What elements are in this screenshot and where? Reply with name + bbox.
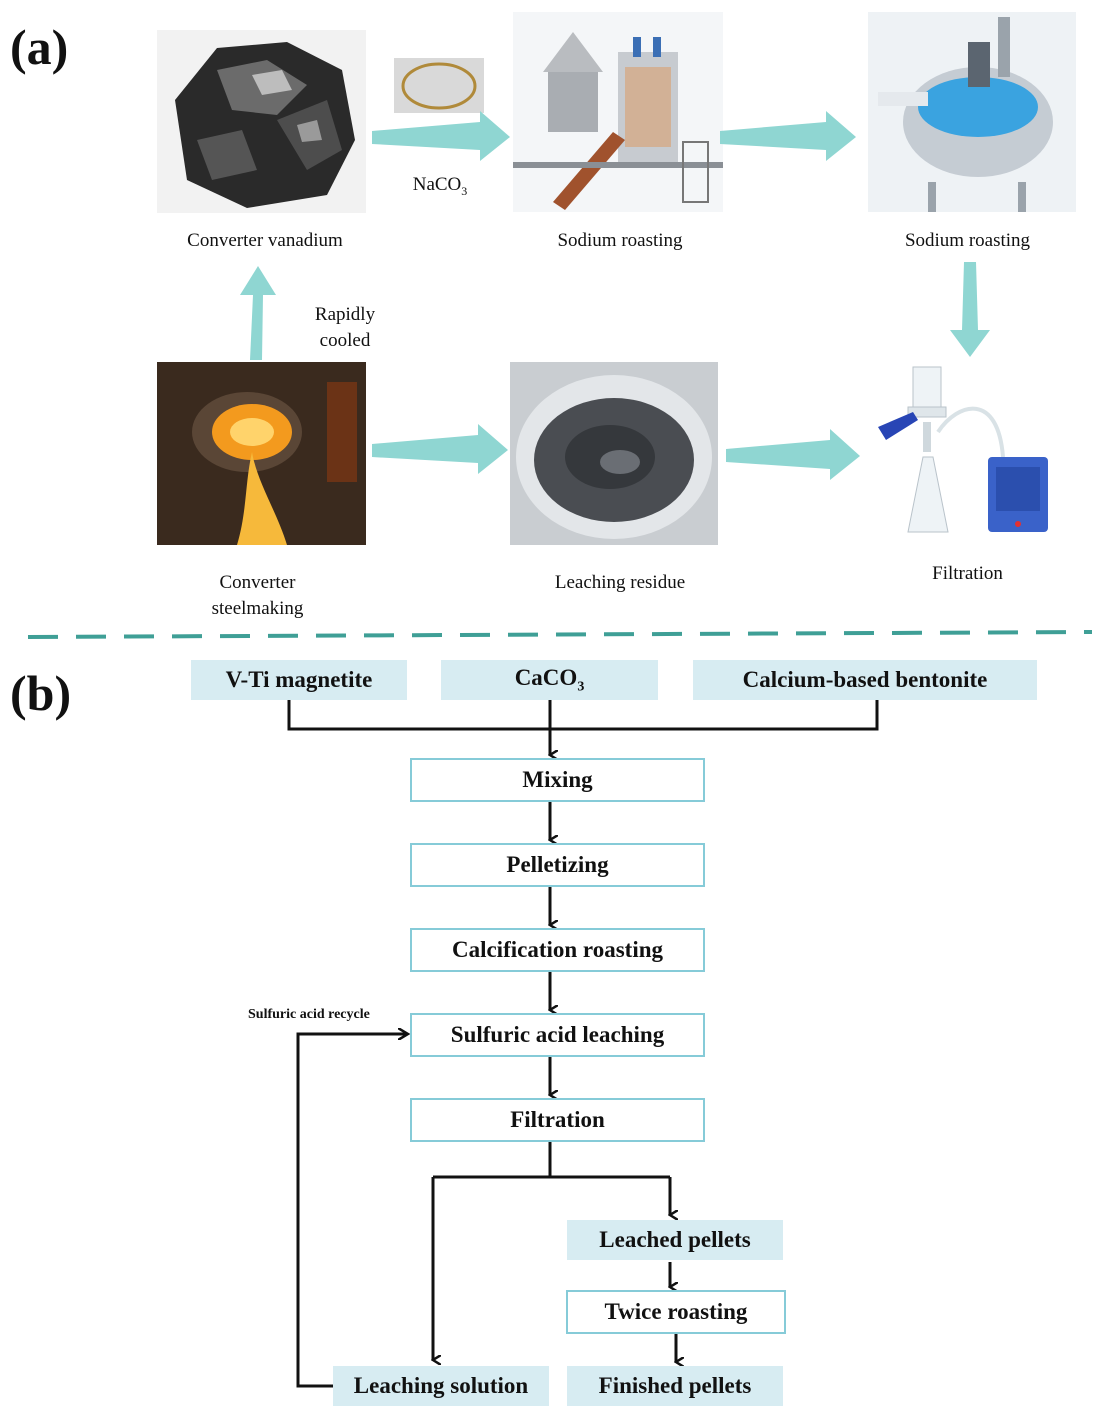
arrow-roasting-to-reactor [720,111,856,161]
leaching-residue-image [510,362,718,545]
caption-converter-steelmaking-line1: Converter [219,572,296,593]
step-twice-roasting: Twice roasting [566,1290,786,1334]
caption-rapidly-cooled-line2: cooled [319,330,371,351]
panel-separator [27,630,1093,639]
connector-recycle-loop [296,1034,408,1388]
connector-input-merge [287,700,879,731]
step-mixing: Mixing [410,758,705,802]
sodium-roasting-plant-image [513,12,723,212]
step-mixing-label: Mixing [522,767,593,792]
step-filtration-label: Filtration [510,1107,605,1132]
caption-naco3-sub: 3 [461,183,468,198]
caption-sodium-roasting-2: Sodium roasting [904,230,1031,251]
step-filtration: Filtration [410,1098,705,1142]
step-finished-pellets-label: Finished pellets [598,1373,752,1398]
step-pelletizing: Pelletizing [410,843,705,887]
converter-vanadium-image [157,30,366,213]
input-caco3: CaCO3 [441,660,658,700]
caption-converter-vanadium: Converter vanadium [187,230,343,251]
arrow-residue-to-filtration [726,429,860,480]
step-finished-pellets: Finished pellets [567,1366,783,1406]
input-calcium-bentonite-label: Calcium-based bentonite [742,667,988,692]
caption-rapidly-cooled-line1: Rapidly [314,304,376,325]
step-leached-pellets-label: Leached pellets [599,1227,751,1252]
input-calcium-bentonite: Calcium-based bentonite [693,660,1037,700]
caption-naco3: NaCO3 [395,172,485,204]
step-twice-roasting-label: Twice roasting [604,1299,748,1324]
step-sulfuric-acid-leaching: Sulfuric acid leaching [410,1013,705,1057]
reactor-tank-image [868,12,1076,212]
step-calcification-label: Calcification roasting [451,937,664,962]
caption-naco3-main: NaCO [412,174,462,195]
caption-converter-steelmaking: Converter steelmaking [145,570,370,622]
arrow-steelmaking-to-residue [372,424,508,474]
input-caco3-main: CaCO [514,664,578,690]
step-leaching-label: Sulfuric acid leaching [450,1022,665,1047]
naco3-ring-image [394,58,484,113]
step-pelletizing-label: Pelletizing [506,852,609,877]
step-calcification-roasting: Calcification roasting [410,928,705,972]
input-vti-magnetite-label: V-Ti magnetite [225,667,373,692]
caption-sodium-roasting-1: Sodium roasting [557,230,683,251]
converter-steelmaking-image [157,362,366,545]
arrow-reactor-to-filtration [950,262,990,357]
arrow-steelmaking-to-vanadium [240,266,276,360]
input-caco3-label: CaCO3 [515,665,585,696]
step-leaching-solution: Leaching solution [333,1366,549,1406]
panel-a-label: (a) [10,19,69,75]
caption-converter-steelmaking-line2: steelmaking [211,598,304,619]
recycle-label: Sulfuric acid recycle [248,1007,370,1022]
input-vti-magnetite: V-Ti magnetite [191,660,407,700]
input-caco3-sub: 3 [577,679,585,695]
caption-filtration: Filtration [932,563,1003,584]
filtration-apparatus-image [868,362,1058,545]
step-leached-pellets: Leached pellets [567,1220,783,1260]
caption-leaching-residue: Leaching residue [554,572,686,593]
arrow-vanadium-to-roasting [372,111,510,161]
panel-b-label: (b) [10,665,72,721]
step-leaching-solution-label: Leaching solution [353,1373,529,1398]
caption-rapidly-cooled: Rapidly cooled [290,302,400,354]
